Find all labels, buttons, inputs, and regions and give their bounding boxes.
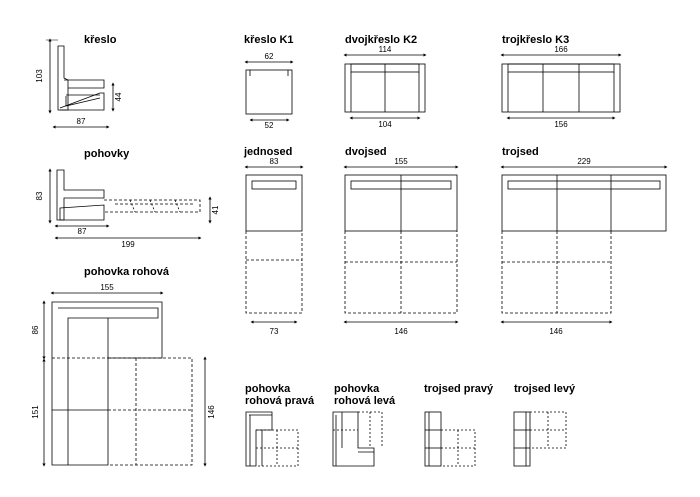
- sofa-k3-plan: [500, 53, 622, 120]
- label-rohova-leva-line2: rohová levá: [334, 395, 396, 407]
- dim-pohovky-seat: 41: [211, 205, 220, 214]
- dim-rohova-top: 86: [31, 325, 40, 334]
- label-rohova-prava-line1: pohovka: [245, 383, 291, 395]
- dim-trojsed-top: 229: [577, 157, 591, 166]
- dim-kreslo-height: 103: [35, 69, 44, 83]
- label-trojsed-pravy: trojsed pravý: [424, 383, 494, 395]
- label-trojsed: trojsed: [502, 146, 539, 158]
- label-trojkreslo-k3: trojkřeslo K3: [502, 34, 570, 46]
- label-pohovky: pohovky: [84, 148, 130, 160]
- dim-rohova-bottom: 151: [31, 405, 40, 419]
- sofa-side-view: [48, 168, 212, 240]
- dim-dvojsed-bottom: 146: [394, 327, 408, 336]
- dim-pohovky-open: 199: [121, 240, 135, 249]
- label-dvojkreslo-k2: dvojkřeslo K2: [345, 34, 418, 46]
- three-seater-left-mini: [513, 411, 567, 467]
- label-rohova-prava-line2: rohová pravá: [245, 395, 315, 407]
- loveseat-k2-plan: [343, 53, 427, 120]
- armchair-side-view: [46, 38, 115, 129]
- dim-kreslo-seat: 44: [114, 92, 123, 101]
- three-seater-bed-plan: [500, 165, 668, 324]
- three-seater-right-mini: [424, 411, 476, 467]
- two-seater-bed-plan: [343, 165, 459, 324]
- dim-k2-top: 114: [379, 45, 392, 54]
- dimension-values: 103 44 87 83 41 87 199 155 86 151 146 62…: [31, 45, 591, 419]
- dim-pohovky-depth: 87: [78, 227, 87, 236]
- dim-k2-bottom: 104: [378, 120, 392, 129]
- corner-sofa-left-mini: [332, 411, 383, 467]
- dim-jednosed-bottom: 73: [270, 327, 279, 336]
- label-pohovka-rohova: pohovka rohová: [84, 266, 169, 278]
- dim-jednosed-top: 83: [270, 157, 279, 166]
- dim-k3-top: 166: [554, 45, 568, 54]
- label-trojsed-levy: trojsed levý: [514, 383, 576, 395]
- dim-pohovky-height: 83: [35, 191, 44, 200]
- dim-rohova-bed: 146: [207, 405, 216, 419]
- corner-sofa-plan: [42, 291, 207, 467]
- dim-k3-bottom: 156: [554, 120, 568, 129]
- corner-sofa-right-mini: [245, 411, 299, 467]
- label-rohova-leva-line1: pohovka: [334, 383, 380, 395]
- label-jednosed: jednosed: [244, 146, 293, 158]
- armchair-k1-plan: [244, 60, 294, 122]
- label-dvojsed: dvojsed: [345, 146, 387, 158]
- single-seater-bed-plan: [244, 165, 304, 324]
- dim-dvojsed-top: 155: [394, 157, 408, 166]
- label-kreslo-k1: křeslo K1: [244, 34, 294, 46]
- label-kreslo: křeslo: [84, 34, 117, 46]
- dim-rohova-width: 155: [100, 283, 114, 292]
- dim-k1-bottom: 52: [265, 121, 274, 130]
- dim-kreslo-depth: 87: [77, 117, 86, 126]
- dim-trojsed-bottom: 146: [549, 327, 563, 336]
- dim-k1-top: 62: [265, 52, 274, 61]
